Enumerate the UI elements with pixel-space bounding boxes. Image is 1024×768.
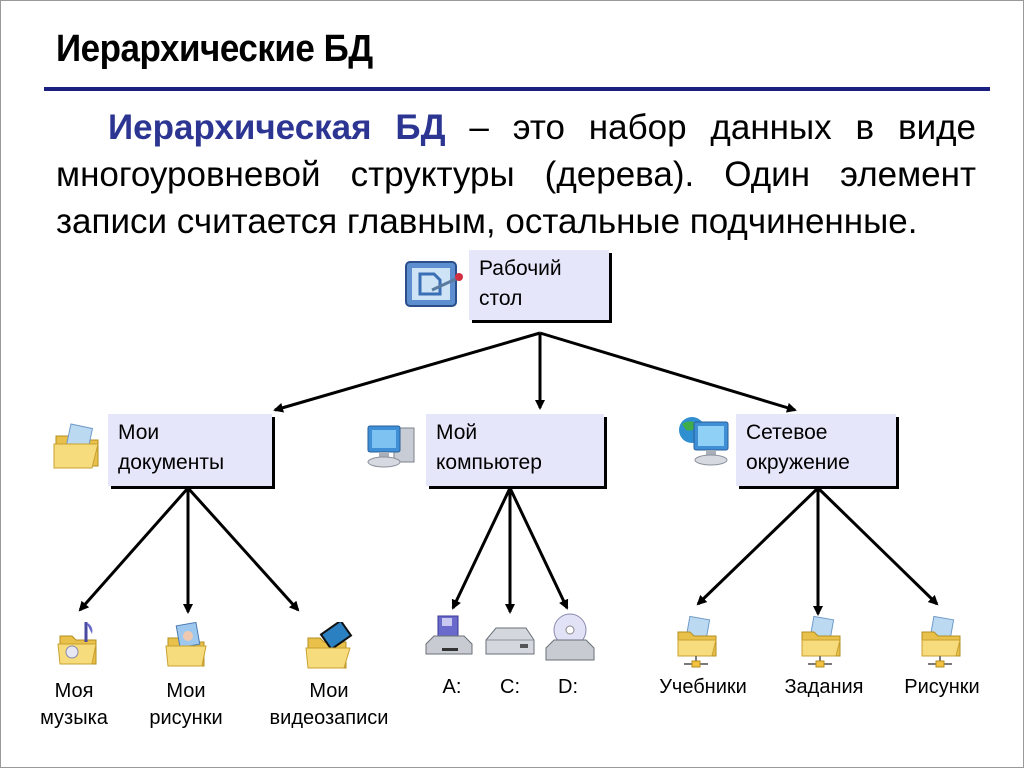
leaf-my-music-line1: Моя	[54, 680, 94, 702]
leaf-drive-a-label: A:	[442, 676, 462, 698]
node-my-computer-line1: Мой	[436, 421, 478, 444]
definition-text: – это набор данных в виде многоуровневой…	[56, 108, 977, 241]
leaf-my-pictures-line2: рисунки	[149, 707, 223, 729]
definition-term: Иерархическая БД	[108, 108, 446, 147]
leaf-tasks-label: Задания	[784, 676, 864, 698]
node-my-documents-line1: Мои	[118, 421, 160, 444]
leaf-drive-a[interactable]: A:	[430, 674, 474, 701]
leaf-my-videos-line2: видеозаписи	[269, 707, 389, 729]
node-network-places[interactable]: Сетевое окружение	[736, 414, 896, 486]
leaf-shared-pictures-label: Рисунки	[904, 676, 980, 698]
shared-folder-icon	[801, 616, 841, 668]
leaf-drive-d-label: D:	[558, 676, 578, 698]
node-desktop-line1: Рабочий	[479, 257, 562, 280]
my-documents-folder-icon	[53, 423, 99, 469]
arrow-network-pictures	[816, 486, 939, 606]
pictures-folder-icon	[165, 622, 207, 667]
shared-folder-icon	[921, 616, 961, 668]
node-my-documents[interactable]: Мои документы	[108, 414, 272, 486]
arrow-docs-video	[186, 486, 300, 612]
slide-title: Иерархические БД	[56, 28, 373, 70]
leaf-drive-d[interactable]: D:	[546, 674, 590, 701]
leaf-my-music-line2: музыка	[40, 707, 108, 729]
leaf-my-videos[interactable]: Мои видеозаписи	[254, 678, 404, 732]
leaf-my-music[interactable]: Моя музыка	[24, 678, 124, 732]
leaf-my-videos-line1: Мои	[309, 680, 349, 702]
node-desktop-line2: стол	[479, 287, 523, 310]
node-network-places-line2: окружение	[746, 451, 850, 474]
node-network-places-line1: Сетевое	[746, 421, 828, 444]
arrow-computer-d	[508, 487, 569, 610]
arrow-docs-music	[78, 487, 190, 612]
hard-drive-icon	[485, 627, 535, 655]
arrow-network-textbooks	[696, 486, 820, 606]
shared-folder-icon	[677, 616, 717, 668]
arrow-computer-a	[451, 487, 512, 610]
node-my-computer[interactable]: Мой компьютер	[426, 414, 604, 486]
my-computer-icon	[367, 425, 415, 468]
title-divider	[44, 87, 990, 91]
arrow-root-network	[539, 331, 797, 413]
leaf-tasks[interactable]: Задания	[774, 674, 874, 701]
leaf-drive-c-label: C:	[500, 676, 520, 698]
node-my-documents-line2: документы	[118, 451, 225, 474]
node-my-computer-line2: компьютер	[436, 451, 542, 474]
node-desktop[interactable]: Рабочий стол	[469, 250, 609, 320]
leaf-my-pictures[interactable]: Мои рисунки	[136, 678, 236, 732]
music-folder-icon	[57, 622, 97, 665]
leaf-textbooks-label: Учебники	[659, 676, 747, 698]
leaf-shared-pictures[interactable]: Рисунки	[892, 674, 992, 701]
arrow-root-docs	[273, 331, 541, 413]
video-folder-icon	[305, 622, 353, 669]
leaf-drive-c[interactable]: C:	[488, 674, 532, 701]
leaf-textbooks[interactable]: Учебники	[648, 674, 758, 701]
network-places-icon	[679, 417, 729, 466]
definition-paragraph: Иерархическая БД – это набор данных в ви…	[56, 104, 976, 245]
cd-drive-icon	[545, 613, 595, 661]
desktop-icon	[405, 261, 463, 307]
floppy-drive-icon	[425, 615, 473, 655]
leaf-my-pictures-line1: Мои	[166, 680, 206, 702]
